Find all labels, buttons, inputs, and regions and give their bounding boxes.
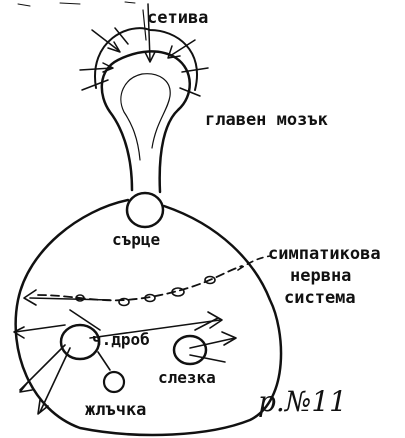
gallbladder-shape xyxy=(104,372,124,392)
label-brain: главен мозък xyxy=(205,112,328,129)
label-heart: сърце xyxy=(112,232,160,248)
ganglion-nodes xyxy=(76,277,215,306)
label-gallbladder: жлъчка xyxy=(85,402,146,419)
label-lungs: ч.дроб xyxy=(92,332,150,348)
senses-pointer xyxy=(143,10,146,40)
nerve-paths xyxy=(14,290,236,414)
label-sympathetic-2: нервна xyxy=(290,268,351,285)
label-spleen: слезка xyxy=(158,370,216,386)
heart-shape xyxy=(127,193,163,227)
top-edge-marks xyxy=(18,2,135,6)
handwritten-annotation: p.№11 xyxy=(258,388,347,416)
label-sympathetic-1: симпатикова xyxy=(268,246,381,263)
brain-outline xyxy=(102,51,190,192)
spleen-shape xyxy=(174,336,206,364)
label-sympathetic-3: система xyxy=(284,290,356,307)
label-senses: сетива xyxy=(147,10,208,27)
